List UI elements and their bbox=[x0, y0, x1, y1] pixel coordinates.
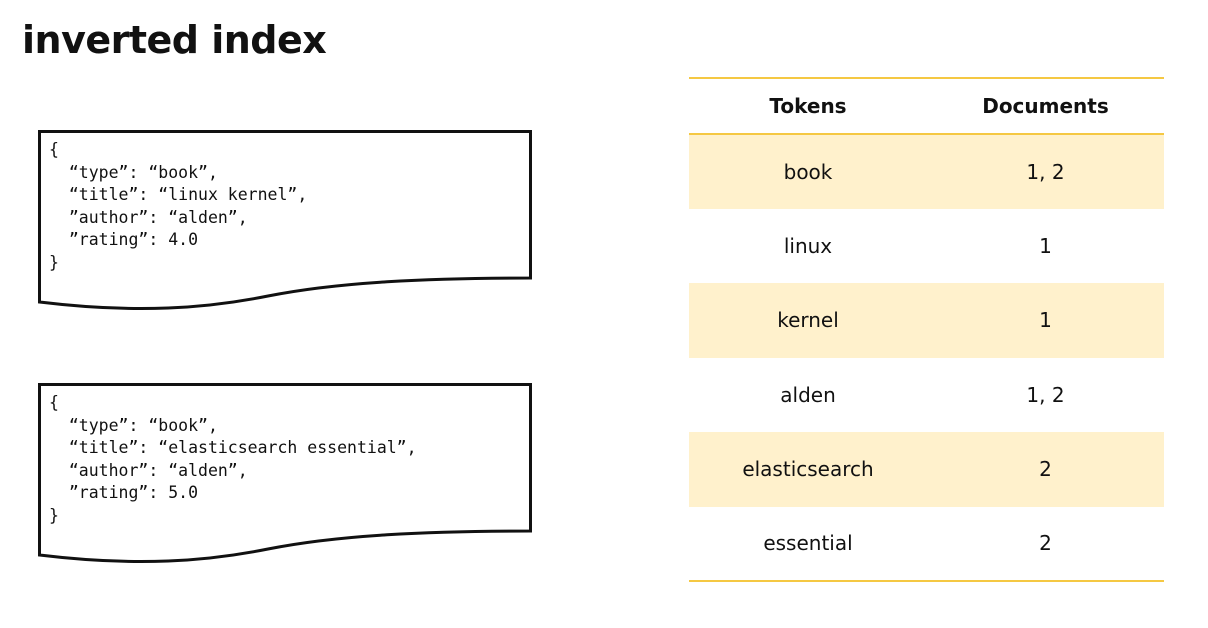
table-row: kernel 1 bbox=[689, 283, 1164, 358]
document-card-1: { “type”: “book”, “title”: “linux kernel… bbox=[38, 130, 532, 316]
token-cell: linux bbox=[783, 233, 833, 258]
document-card-2: { “type”: “book”, “title”: “elasticsearc… bbox=[38, 383, 532, 569]
inverted-index-table: Tokens Documents book 1, 2 linux 1 kerne… bbox=[689, 77, 1164, 582]
documents-cell: 1, 2 bbox=[1026, 382, 1065, 407]
code-line: “type”: “book”, bbox=[49, 162, 218, 182]
token-cell: elasticsearch bbox=[742, 457, 874, 482]
table-row: essential 2 bbox=[689, 507, 1164, 581]
documents-cell: 1 bbox=[1039, 308, 1052, 333]
table-row: elasticsearch 2 bbox=[689, 432, 1164, 507]
code-line: “title”: “linux kernel”, bbox=[49, 185, 308, 204]
table-row: book 1, 2 bbox=[689, 134, 1164, 209]
table-row: alden 1, 2 bbox=[689, 358, 1164, 433]
code-line: “title”: “elasticsearch essential”, bbox=[49, 438, 417, 457]
code-line: ”rating”: 5.0 bbox=[49, 483, 199, 502]
token-cell: essential bbox=[763, 531, 853, 556]
code-line: { bbox=[49, 393, 59, 412]
table-header-row: Tokens Documents bbox=[689, 78, 1164, 134]
column-header-tokens: Tokens bbox=[769, 94, 847, 118]
code-line: ”author”: “alden”, bbox=[49, 207, 248, 227]
documents-cell: 1, 2 bbox=[1026, 159, 1065, 184]
column-header-documents: Documents bbox=[982, 94, 1109, 118]
page-title: inverted index bbox=[22, 18, 327, 62]
documents-cell: 2 bbox=[1039, 457, 1052, 482]
code-line: { bbox=[49, 140, 59, 159]
document-json-2: { “type”: “book”, “title”: “elasticsearc… bbox=[49, 392, 417, 527]
token-cell: alden bbox=[780, 382, 836, 407]
document-shape bbox=[38, 383, 532, 564]
code-line: } bbox=[49, 252, 59, 272]
token-cell: kernel bbox=[777, 308, 839, 333]
documents-cell: 1 bbox=[1039, 233, 1052, 258]
code-line: “type”: “book”, bbox=[49, 415, 218, 435]
table-row: linux 1 bbox=[689, 209, 1164, 284]
token-cell: book bbox=[783, 159, 833, 184]
code-line: ”rating”: 4.0 bbox=[49, 230, 199, 249]
document-shape bbox=[38, 130, 532, 311]
code-line: } bbox=[49, 505, 59, 525]
document-json-1: { “type”: “book”, “title”: “linux kernel… bbox=[49, 139, 307, 274]
code-line: “author”: “alden”, bbox=[49, 460, 248, 480]
documents-cell: 2 bbox=[1039, 531, 1052, 556]
